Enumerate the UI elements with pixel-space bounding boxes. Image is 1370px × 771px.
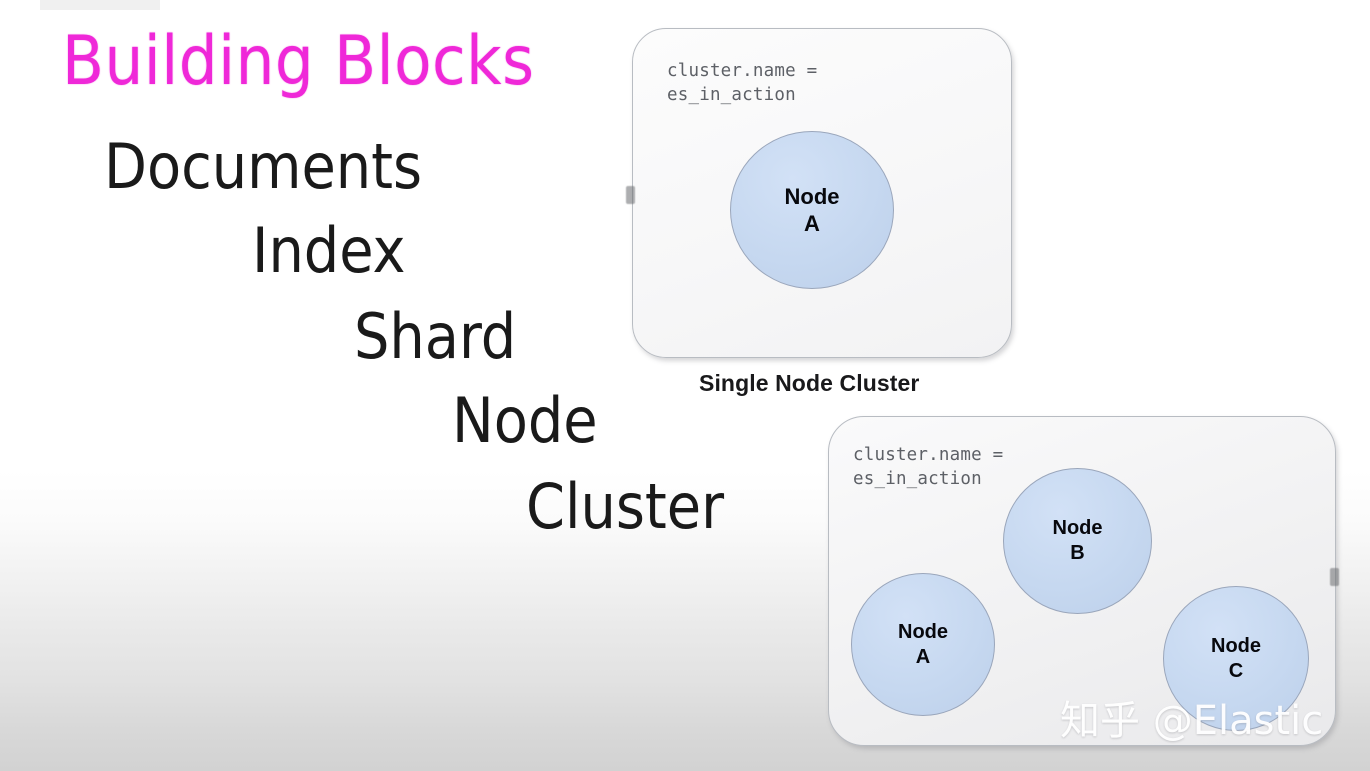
node-a-multi: Node A <box>851 573 995 716</box>
cluster-config-text-multi: cluster.name = es_in_action <box>853 443 1003 491</box>
node-label-letter: C <box>1228 659 1244 682</box>
term-node: Node <box>452 384 598 457</box>
top-edge-artifact <box>40 0 160 10</box>
page-title: Building Blocks <box>62 22 535 101</box>
node-label-word: Node <box>1052 517 1103 539</box>
node-label-word: Node <box>898 620 948 643</box>
node-label-word: Node <box>784 183 840 209</box>
watermark: 知乎 @Elastic <box>1060 698 1324 744</box>
selection-handle-icon <box>626 186 635 204</box>
term-shard: Shard <box>354 300 517 373</box>
node-label-word: Node <box>1211 634 1261 657</box>
node-label-letter: A <box>804 211 820 236</box>
node-label-letter: A <box>915 645 931 668</box>
term-documents: Documents <box>104 130 423 203</box>
cluster-config-line-2: es_in_action <box>853 469 982 490</box>
node-c-multi: Node C <box>1163 586 1309 731</box>
term-cluster: Cluster <box>526 470 724 543</box>
single-node-cluster-caption: Single Node Cluster <box>699 370 920 396</box>
node-label-letter: B <box>1070 542 1085 564</box>
selection-handle-icon <box>1330 568 1339 586</box>
node-b-multi: Node B <box>1003 468 1152 614</box>
cluster-config-line-1: cluster.name = <box>853 445 1004 465</box>
node-a-single: Node A <box>730 131 894 289</box>
cluster-config-line-2: es_in_action <box>667 85 796 106</box>
term-index: Index <box>252 214 406 287</box>
cluster-config-text-single: cluster.name = es_in_action <box>667 59 817 107</box>
cluster-config-line-1: cluster.name = <box>667 61 818 81</box>
